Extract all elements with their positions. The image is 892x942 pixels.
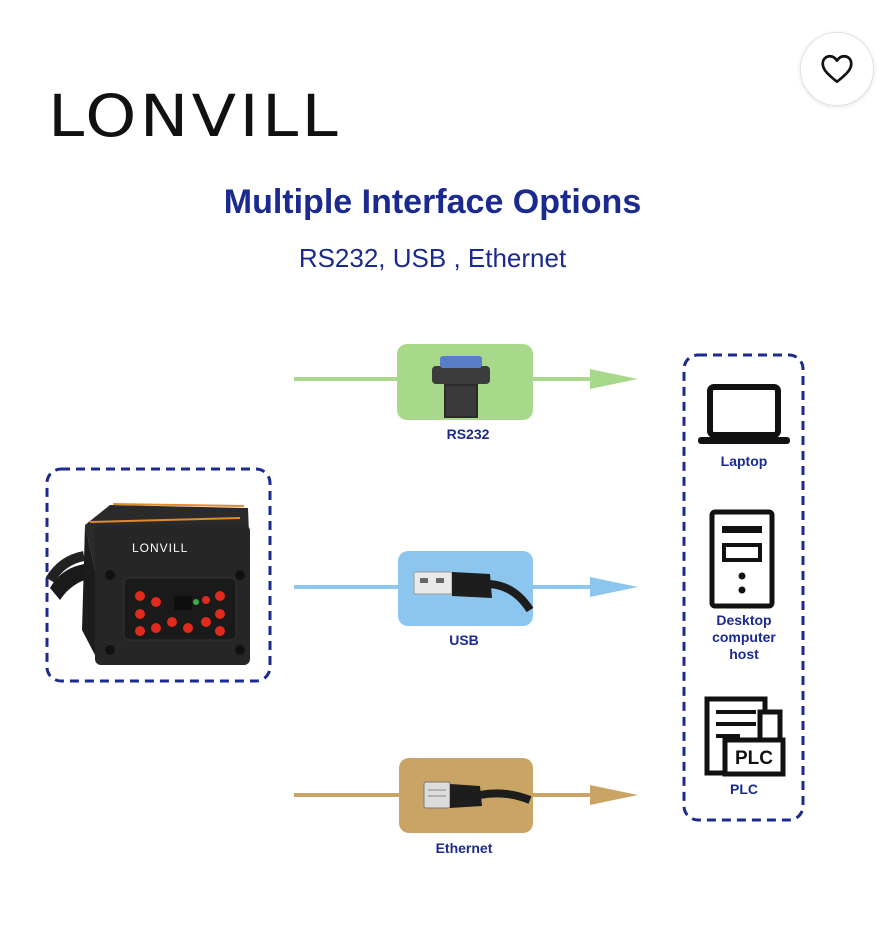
brand-logo: LONVILL bbox=[48, 82, 342, 150]
favorite-button[interactable] bbox=[800, 32, 874, 106]
heart-icon bbox=[821, 54, 853, 84]
laptop-icon bbox=[698, 384, 790, 444]
rs232-label: RS232 bbox=[446, 426, 490, 442]
desktop-label-line-1: Desktop bbox=[716, 612, 772, 628]
usb-label: USB bbox=[449, 632, 479, 648]
desktop-label: Desktop computer host bbox=[694, 612, 794, 663]
ethernet-connection bbox=[294, 758, 638, 833]
desktop-label-line-2: computer bbox=[712, 629, 776, 645]
devices-frame bbox=[682, 353, 805, 822]
usb-connection bbox=[294, 551, 638, 626]
usb-connector-icon bbox=[413, 571, 534, 613]
page-title: Multiple Interface Options bbox=[223, 183, 642, 221]
laptop-label: Laptop bbox=[720, 453, 768, 469]
scanner-frame bbox=[45, 467, 272, 683]
rs232-connector-icon bbox=[432, 356, 490, 418]
page-subtitle: RS232, USB , Ethernet bbox=[298, 243, 567, 273]
rs232-connection bbox=[294, 344, 638, 420]
plc-icon bbox=[704, 696, 786, 777]
barcode-scanner-image bbox=[45, 503, 250, 665]
plc-label: PLC bbox=[730, 781, 758, 797]
desktop-label-line-3: host bbox=[729, 646, 759, 662]
scanner-brand-label: LONVILL bbox=[132, 541, 188, 555]
desktop-computer-icon bbox=[709, 509, 775, 609]
plc-icon-text: PLC bbox=[735, 748, 773, 769]
ethernet-label: Ethernet bbox=[435, 840, 493, 856]
ethernet-connector-icon bbox=[423, 781, 532, 809]
